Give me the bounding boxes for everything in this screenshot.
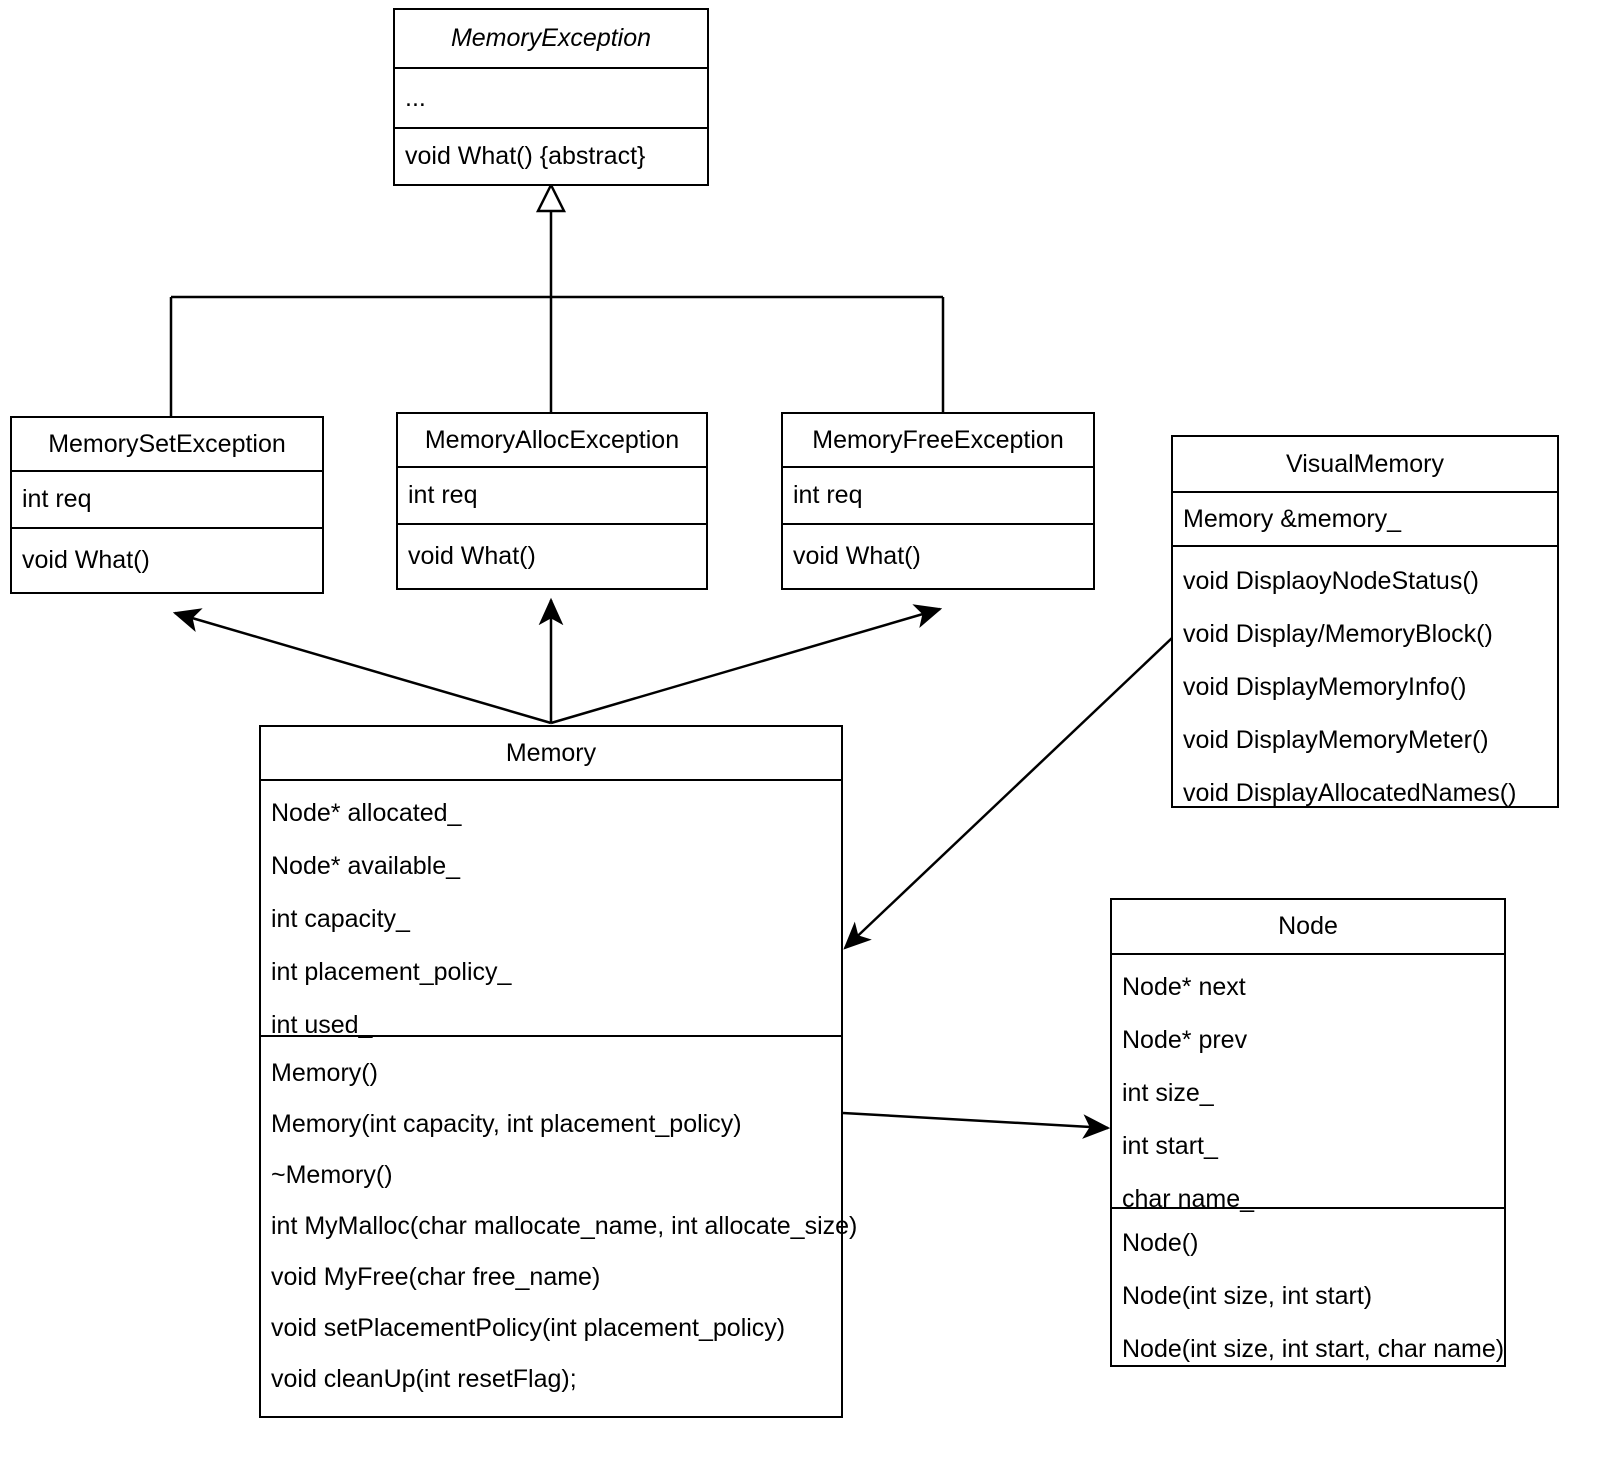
class-box-memory[interactable]: Memory Node* allocated_ Node* available_…: [259, 725, 858, 1418]
class-title-memory-exception: MemoryException: [450, 24, 652, 52]
method-row: Memory(): [271, 1059, 378, 1087]
attribute-row: int req: [793, 481, 863, 509]
method-row: void What() {abstract}: [405, 142, 646, 170]
class-box-memory-free-exception[interactable]: MemoryFreeException int req void What(): [781, 412, 1095, 590]
generalization-tree: [169, 182, 945, 418]
method-row: Memory(int capacity, int placement_polic…: [271, 1110, 742, 1138]
attribute-row: int req: [22, 485, 92, 513]
attribute-row: int size_: [1122, 1079, 1214, 1107]
method-row: void Display/MemoryBlock(): [1183, 620, 1493, 648]
attributes-memory-set-exception: int req: [12, 470, 322, 527]
method-row: void cleanUp(int resetFlag);: [271, 1365, 577, 1393]
attribute-row: Memory &memory_: [1183, 504, 1402, 533]
class-box-visual-memory[interactable]: VisualMemory Memory &memory_ void Displa…: [1171, 435, 1559, 808]
class-box-node[interactable]: Node Node* next Node* prev int size_ int…: [1110, 898, 1506, 1367]
attributes-memory-free-exception: int req: [783, 466, 1093, 523]
attribute-row: ...: [405, 83, 426, 112]
class-title-memory: Memory: [505, 738, 597, 767]
method-row: void What(): [22, 546, 150, 574]
class-title-memory-free-exception: MemoryFreeException: [812, 425, 1064, 454]
attribute-row: Node* next: [1122, 973, 1246, 1001]
attributes-memory-alloc-exception: int req: [398, 466, 706, 523]
edge-memory-node: [842, 1111, 1111, 1139]
method-row: void DisplaoyNodeStatus(): [1183, 567, 1479, 595]
attribute-row: Node* prev: [1122, 1026, 1248, 1054]
method-row: void What(): [793, 542, 921, 570]
method-row: void DisplayAllocatedNames(): [1183, 779, 1517, 807]
attributes-visual-memory: Memory &memory_: [1173, 491, 1557, 545]
methods-memory-exception: void What() {abstract}: [395, 127, 707, 184]
method-row: Node(int size, int start, char name): [1122, 1335, 1505, 1363]
methods-memory-alloc-exception: void What(): [398, 523, 706, 588]
method-row: void setPlacementPolicy(int placement_po…: [271, 1314, 786, 1342]
class-title-visual-memory: VisualMemory: [1286, 449, 1444, 478]
attribute-row: int placement_policy_: [271, 958, 512, 986]
class-box-memory-set-exception[interactable]: MemorySetException int req void What(): [10, 416, 324, 594]
methods-memory-free-exception: void What(): [783, 523, 1093, 588]
attributes-memory-exception: ...: [395, 67, 707, 127]
class-title-memory-set-exception: MemorySetException: [48, 429, 286, 458]
class-box-memory-exception[interactable]: MemoryException ... void What() {abstrac…: [393, 8, 709, 186]
method-row: void DisplayMemoryInfo(): [1183, 673, 1467, 701]
attributes-memory: Node* allocated_ Node* available_ int ca…: [261, 779, 841, 1039]
methods-visual-memory: void DisplaoyNodeStatus() void Display/M…: [1173, 545, 1557, 806]
methods-memory: Memory() Memory(int capacity, int placem…: [261, 1035, 858, 1416]
method-row: Node(int size, int start): [1122, 1282, 1373, 1310]
method-row: void MyFree(char free_name): [271, 1263, 601, 1291]
attributes-node: Node* next Node* prev int size_ int star…: [1112, 953, 1504, 1212]
attribute-row: Node* available_: [271, 852, 461, 880]
memory-exception-dependencies: [172, 597, 943, 725]
class-title-memory-alloc-exception: MemoryAllocException: [424, 425, 680, 454]
attribute-row: Node* allocated_: [271, 799, 462, 827]
attribute-row: int start_: [1122, 1132, 1218, 1160]
class-box-memory-alloc-exception[interactable]: MemoryAllocException int req void What(): [396, 412, 708, 590]
methods-memory-set-exception: void What(): [12, 527, 322, 592]
method-row: int MyMalloc(char mallocate_name, int al…: [271, 1212, 858, 1240]
method-row: Node(): [1122, 1229, 1199, 1257]
attribute-row: int req: [408, 481, 478, 509]
attribute-row: int used_: [271, 1011, 373, 1039]
method-row: ~Memory(): [271, 1161, 393, 1189]
method-row: void What(): [408, 542, 536, 570]
method-row: void DisplayMemoryMeter(): [1183, 726, 1489, 754]
class-title-node: Node: [1278, 912, 1338, 940]
methods-node: Node() Node(int size, int start) Node(in…: [1112, 1207, 1504, 1365]
attribute-row: int capacity_: [271, 905, 410, 933]
